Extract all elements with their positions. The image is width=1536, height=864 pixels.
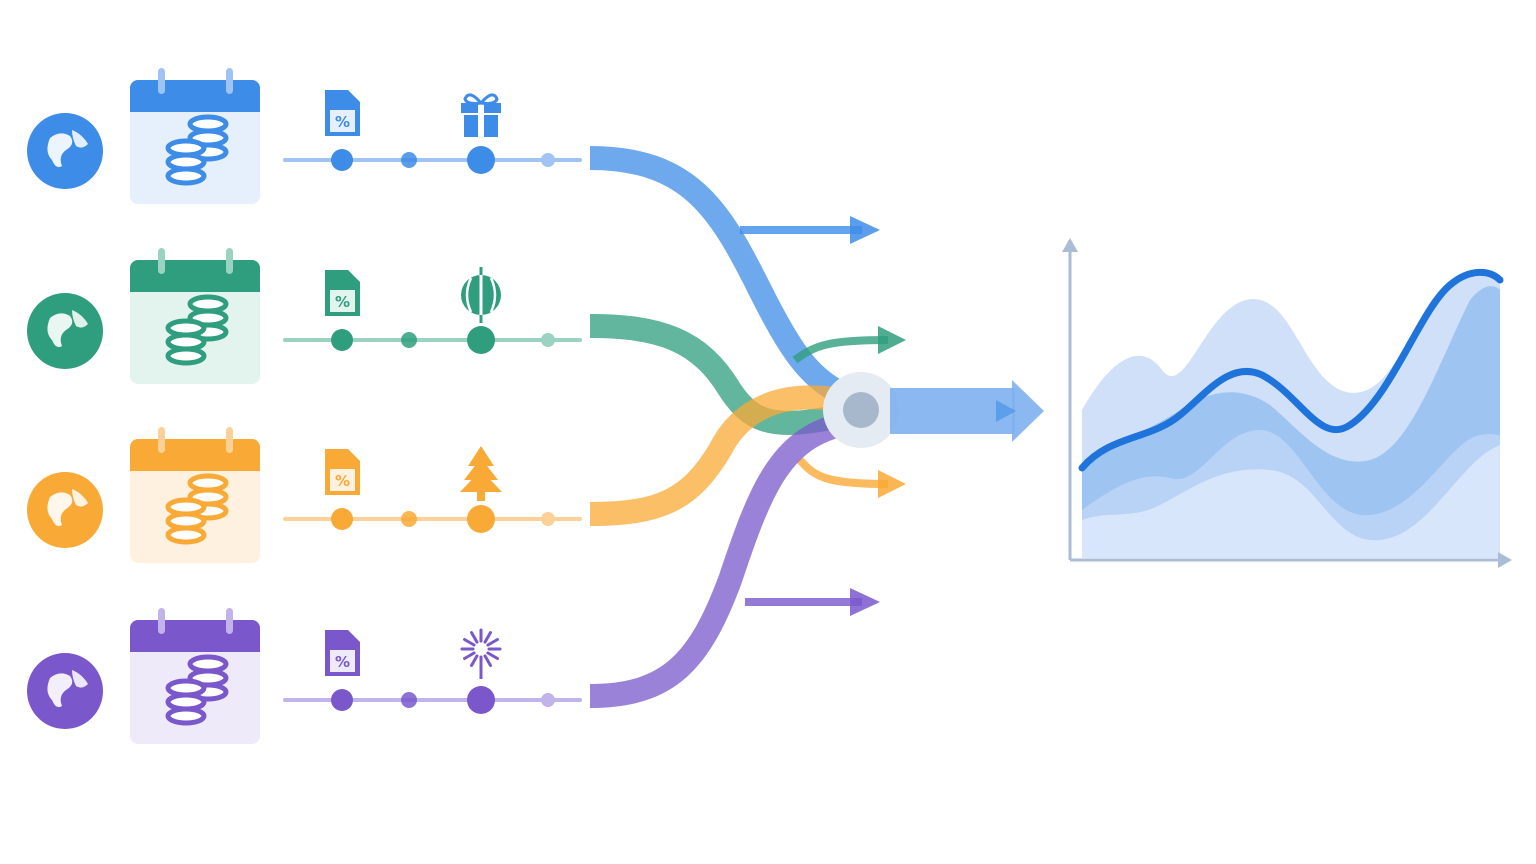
output-arrow [890,380,1044,442]
calendar-coins-icon [130,248,260,384]
percent-document-icon: % [325,449,360,495]
svg-text:%: % [335,472,350,490]
flow-stream [589,146,851,407]
chart-y-axis-arrow [1062,238,1078,252]
flow-stream [589,314,833,435]
merge-hub [823,372,899,448]
flow-stream [589,413,844,708]
timeline [283,146,582,174]
svg-text:%: % [335,113,350,131]
region-row-latin-america: % [27,413,880,744]
forecast-chart [1062,238,1512,568]
globe-europe-icon [27,472,103,548]
flow-stream [589,385,842,526]
percent-document-icon: % [325,90,360,136]
percent-document-icon: % [325,630,360,676]
region-row-europe: % [27,385,906,563]
globe-south-america-icon [27,653,103,729]
calendar-coins-icon [130,427,260,563]
chart-layer-base [1082,445,1500,558]
globe-americas-icon [27,113,103,189]
svg-text:%: % [335,653,350,671]
region-row-americas: % [27,68,880,407]
percent-document-icon: % [325,270,360,316]
christmas-tree-icon [460,446,502,501]
forecast-line [1078,268,1504,472]
globe-asia-icon [27,293,103,369]
timeline [283,326,582,354]
calendar-coins-icon [130,68,260,204]
branch-arrow [796,457,889,488]
chart-x-axis-arrow [1498,552,1512,568]
svg-text:%: % [335,293,350,311]
calendar-coins-icon [130,608,260,744]
gift-icon [461,93,501,137]
branch-arrow [792,336,889,364]
firework-icon [460,628,502,679]
region-row-asia-pacific: % [27,248,906,435]
lantern-icon [461,267,501,323]
timeline [283,686,582,714]
timeline [283,505,582,533]
